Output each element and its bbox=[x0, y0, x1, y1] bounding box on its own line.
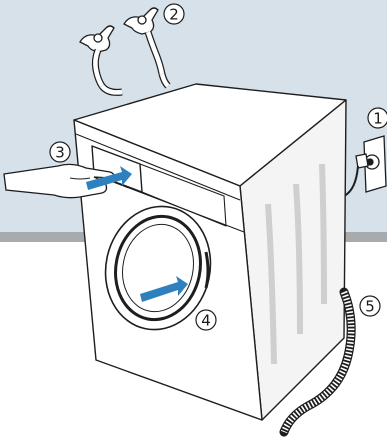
callout-4: 4 bbox=[196, 310, 216, 330]
callout-1-number: 1 bbox=[373, 110, 383, 128]
callout-4-number: 4 bbox=[201, 312, 211, 330]
callout-5-number: 5 bbox=[365, 298, 375, 316]
callout-3: 3 bbox=[50, 142, 70, 162]
callout-2-number: 2 bbox=[169, 6, 179, 24]
callout-1: 1 bbox=[368, 108, 387, 128]
callout-3-number: 3 bbox=[55, 144, 65, 162]
callout-5: 5 bbox=[360, 296, 380, 316]
callout-2: 2 bbox=[164, 4, 184, 24]
